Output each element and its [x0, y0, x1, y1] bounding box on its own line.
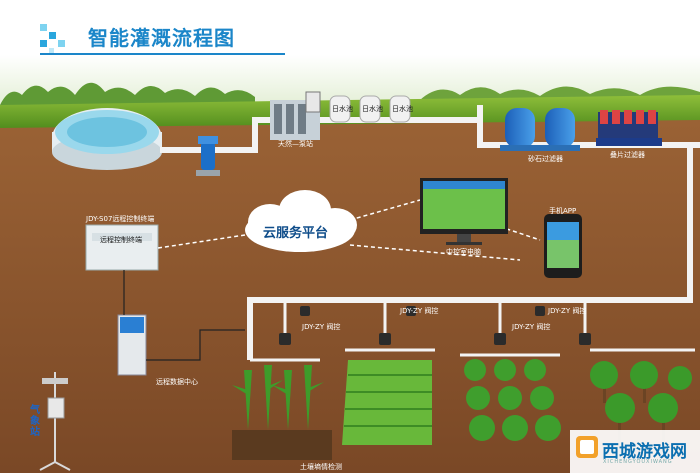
controller-title-label: JDY-S07远程控制终端: [86, 215, 155, 223]
valve-label-2: JDY-ZY 阀控: [400, 307, 439, 315]
monitor-icon: [420, 178, 508, 245]
pump-label: 天然—泵站: [278, 140, 313, 148]
soil-ground: [0, 120, 700, 473]
page-title: 智能灌溉流程图: [88, 26, 235, 50]
weather-station-label: 气象站: [30, 405, 40, 438]
tank-label-3: 日水池: [392, 105, 413, 113]
tank-label-2: 日水池: [362, 105, 383, 113]
valve-icons: [279, 306, 591, 345]
cloud-platform-label: 云服务平台: [263, 226, 329, 241]
soil-sensor-label: 土壤墒情检测: [300, 463, 342, 471]
orchard-field-icon: [590, 361, 692, 442]
controller-box-label: 远程控制终端: [100, 236, 142, 244]
reservoir-pool: [52, 108, 162, 170]
watermark-subtext: XICHENGYOUXIWANG: [603, 459, 673, 465]
pump-icon: [196, 136, 220, 176]
sand-filter-label: 砂石过滤器: [528, 155, 563, 163]
fertigation-station-icon: [270, 91, 321, 140]
valve-label-1: JDY-ZY 阀控: [302, 323, 341, 331]
valve-label-3: JDY-ZY 阀控: [512, 323, 551, 331]
tank-label-1: 日水池: [332, 105, 353, 113]
title-decoration-icon: [40, 24, 65, 53]
kiosk-cable: [146, 329, 245, 361]
corn-field-icon: [232, 365, 332, 460]
weather-station-icon: [39, 372, 71, 471]
valve-label-4: JDY-ZY 阀控: [548, 307, 587, 315]
fertilizer-tanks: [329, 95, 411, 123]
phone-icon: [544, 214, 582, 278]
cloud-icon: [245, 190, 357, 252]
remote-controller-box: [85, 224, 159, 271]
monitor-caption: 中控室电脑: [446, 248, 481, 256]
sand-filter-icon: [500, 108, 580, 151]
seedling-field-icon: [342, 360, 432, 445]
disc-filter-icon: [596, 110, 662, 146]
phone-label: 手机APP: [549, 207, 577, 215]
kiosk-terminal-icon: [117, 314, 147, 376]
watermark-logo: [570, 430, 700, 473]
disc-filter-label: 叠片过滤器: [610, 151, 645, 159]
vegetable-field-icon: [464, 359, 561, 441]
watermark-text: 西城游戏网: [602, 442, 687, 462]
kiosk-label: 远程数据中心: [156, 378, 198, 386]
